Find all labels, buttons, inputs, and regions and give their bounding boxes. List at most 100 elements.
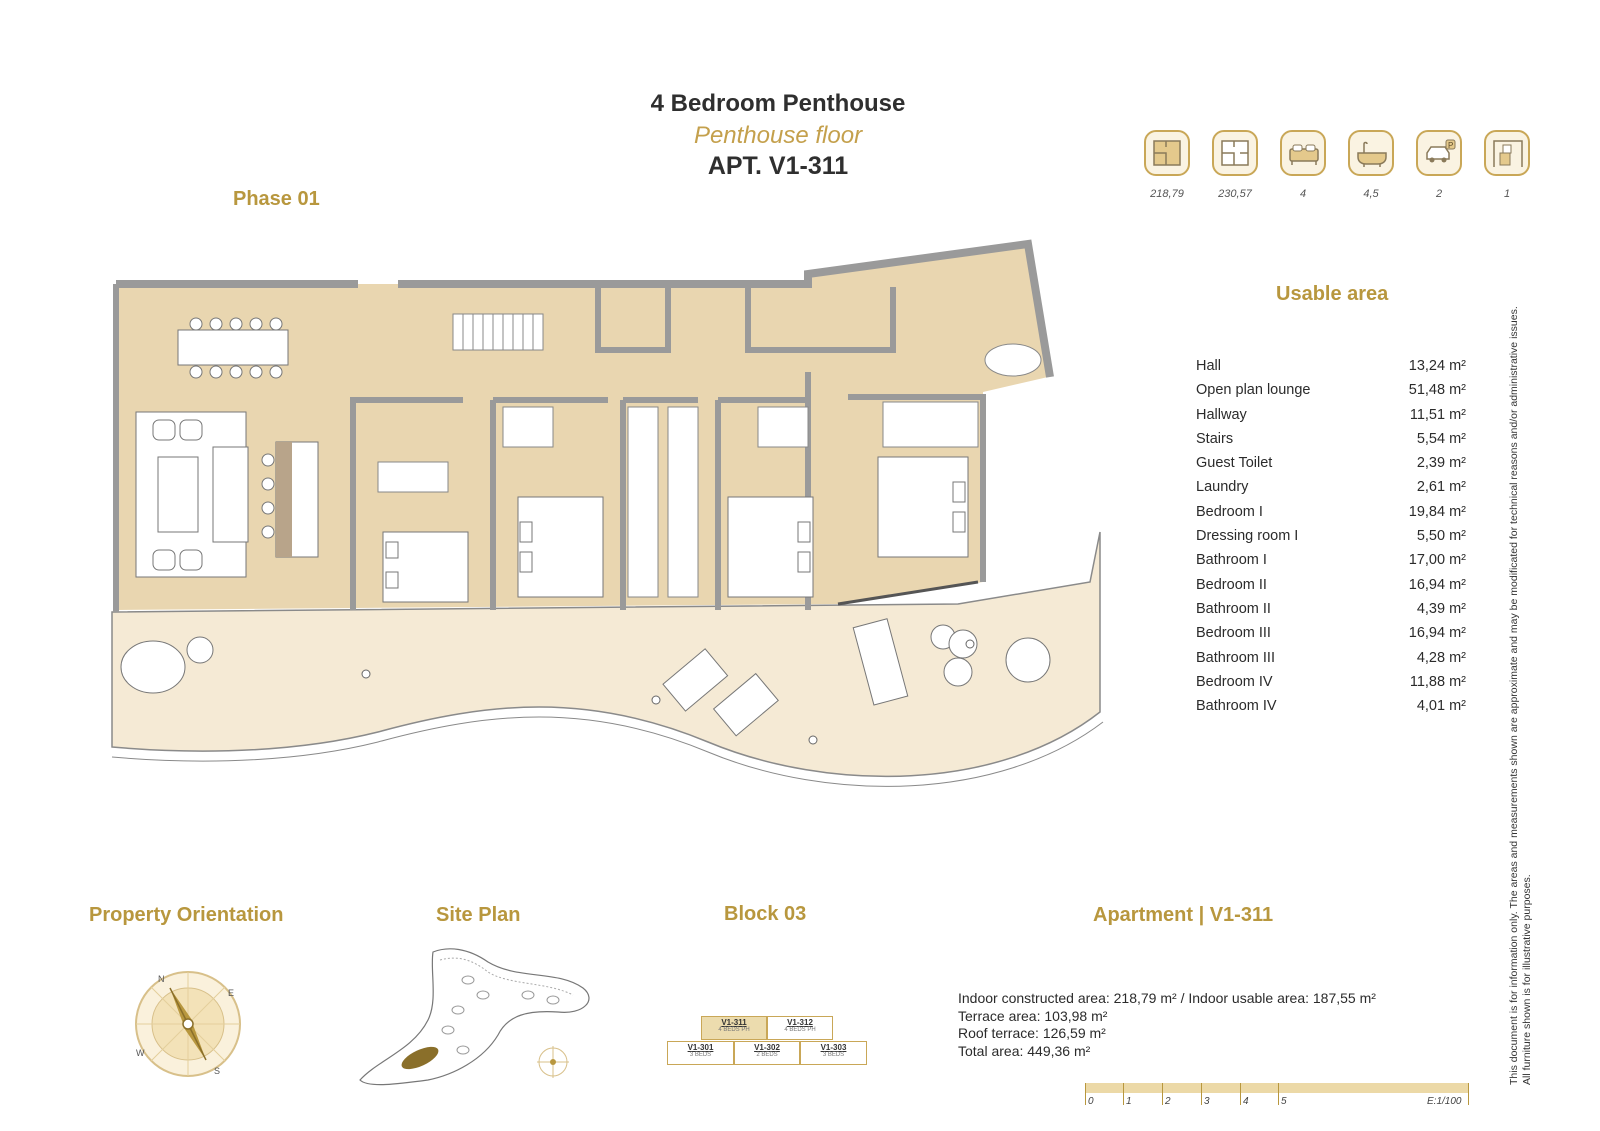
room-area: 51,48 m² xyxy=(1408,382,1466,399)
indoor-area-value: 218,79 xyxy=(1150,188,1184,200)
stairs xyxy=(452,313,544,351)
bedrooms-value: 4 xyxy=(1299,188,1307,200)
room-area: 5,50 m² xyxy=(1416,528,1466,545)
apartment-code: APT. V1-311 xyxy=(707,152,849,180)
scale-bar: 0 1 2 3 4 5 E:1/100 xyxy=(1085,1083,1469,1117)
scale-label: 1 xyxy=(1126,1096,1132,1107)
room-name: Hallway xyxy=(1196,406,1247,423)
site-highlight xyxy=(401,1046,439,1070)
list-item: Guest Toilet 2,39 m² xyxy=(1196,455,1466,479)
list-item: Bedroom II 16,94 m² xyxy=(1196,577,1466,601)
list-item: Hallway 11,51 m² xyxy=(1196,407,1466,431)
floor-plan xyxy=(111,239,1104,787)
room-area: 4,39 m² xyxy=(1416,600,1466,617)
apartment-section-title: Apartment | V1-311 xyxy=(1093,904,1274,926)
page-subtitle: Penthouse floor xyxy=(693,122,863,149)
totals-terrace: Terrace area: 103,98 m² xyxy=(958,1007,1108,1024)
compass-n: N xyxy=(158,974,165,984)
block-unit-beds: 2 BEDS xyxy=(756,1052,778,1058)
room-name: Guest Toilet xyxy=(1196,455,1273,472)
room-area: 16,94 m² xyxy=(1408,576,1466,593)
scale-label: 5 xyxy=(1281,1096,1287,1107)
room-area: 2,61 m² xyxy=(1416,479,1466,496)
beds xyxy=(382,456,969,603)
room-name: Bathroom III xyxy=(1196,649,1275,666)
list-item: Bathroom II 4,39 m² xyxy=(1196,601,1466,625)
interior-floor xyxy=(116,244,1048,610)
parking-value: 2 xyxy=(1435,188,1443,200)
site-plan-title: Site Plan xyxy=(436,904,521,926)
room-area: 5,54 m² xyxy=(1416,430,1466,447)
parking-icon: P xyxy=(1416,130,1462,176)
list-item: Open plan lounge 51,48 m² xyxy=(1196,382,1466,406)
total-built-area-icon xyxy=(1212,130,1258,176)
room-area: 19,84 m² xyxy=(1408,503,1466,520)
bedrooms-icon xyxy=(1280,130,1326,176)
list-item: Bedroom IV 11,88 m² xyxy=(1196,674,1466,698)
compass-e: E xyxy=(228,988,234,998)
block-unit: V1-302 2 BEDS xyxy=(734,1041,800,1065)
area-totals: Indoor constructed area: 218,79 m² / Ind… xyxy=(958,990,1376,1060)
compass-icon: N E S W xyxy=(135,971,241,1077)
bathrooms-value: 4,5 xyxy=(1363,188,1379,200)
list-item: Bedroom I 19,84 m² xyxy=(1196,504,1466,528)
totals-roof-terrace: Roof terrace: 126,59 m² xyxy=(958,1025,1106,1041)
room-name: Bathroom I xyxy=(1196,552,1267,569)
block-unit-beds: 4 BEDS PH xyxy=(784,1027,816,1033)
phase-label: Phase 01 xyxy=(233,188,320,210)
site-plan-map xyxy=(359,948,590,1086)
room-name: Stairs xyxy=(1196,430,1234,447)
totals-total: Total area: 449,36 m² xyxy=(958,1042,1091,1059)
room-area: 13,24 m² xyxy=(1408,358,1466,374)
indoor-constructed-area-icon xyxy=(1144,130,1190,176)
disclaimer-line-2: All furniture shown is for illustrative … xyxy=(1521,874,1533,1085)
list-item: Stairs 5,54 m² xyxy=(1196,431,1466,455)
room-name: Dressing room I xyxy=(1196,528,1299,545)
block-unit: V1-312 4 BEDS PH xyxy=(767,1016,833,1040)
bathrooms-icon xyxy=(1348,130,1394,176)
storage-icon xyxy=(1484,130,1530,176)
block-unit: V1-311 4 BEDS PH xyxy=(701,1016,767,1040)
room-name: Bedroom II xyxy=(1196,576,1267,593)
room-name: Bedroom III xyxy=(1196,625,1271,642)
compass-w: W xyxy=(136,1048,145,1058)
built-area-value: 230,57 xyxy=(1218,188,1252,200)
room-name: Bathroom II xyxy=(1196,600,1271,617)
room-area: 11,51 m² xyxy=(1409,406,1466,423)
room-area: 16,94 m² xyxy=(1408,625,1466,642)
room-name: Bedroom IV xyxy=(1196,673,1273,690)
room-name: Open plan lounge xyxy=(1196,382,1311,399)
room-area: 11,88 m² xyxy=(1409,673,1466,690)
terrace-area xyxy=(111,531,1101,778)
usable-area-title: Usable area xyxy=(1276,283,1389,305)
terrace-round-lounger xyxy=(120,640,186,694)
room-name: Bathroom IV xyxy=(1196,698,1277,715)
block-unit-beds: 4 BEDS PH xyxy=(718,1027,750,1033)
block-unit-beds: 3 BEDS xyxy=(822,1052,845,1058)
block-unit-id: V1-312 xyxy=(787,1018,813,1027)
room-name: Bedroom I xyxy=(1196,503,1263,520)
block-unit-id: V1-301 xyxy=(687,1043,714,1052)
scale-label: 0 xyxy=(1088,1096,1094,1107)
disclaimer-line-1: This document is for information only. T… xyxy=(1508,306,1520,1085)
svg-text:P: P xyxy=(1448,141,1453,150)
block-units: V1-311 4 BEDS PH V1-312 4 BEDS PH V1-301… xyxy=(667,1016,867,1072)
storage-value: 1 xyxy=(1503,188,1511,200)
block-unit-id: V1-302 xyxy=(754,1043,780,1052)
list-item: Bedroom III 16,94 m² xyxy=(1196,625,1466,649)
orientation-title: Property Orientation xyxy=(89,904,284,926)
scale-label: 3 xyxy=(1204,1096,1210,1107)
room-area: 4,28 m² xyxy=(1416,649,1466,666)
compass-s: S xyxy=(214,1066,220,1076)
totals-indoor: Indoor constructed area: 218,79 m² / Ind… xyxy=(958,990,1376,1006)
feature-icons: 218,79 230,57 4 4,5 P 2 1 xyxy=(1140,130,1540,205)
scale-label: 4 xyxy=(1243,1096,1249,1107)
room-area: 2,39 m² xyxy=(1416,455,1466,472)
block-unit-id: V1-303 xyxy=(820,1043,847,1052)
page-title: 4 Bedroom Penthouse xyxy=(650,90,906,117)
block-unit-beds: 3 BEDS xyxy=(689,1052,712,1058)
